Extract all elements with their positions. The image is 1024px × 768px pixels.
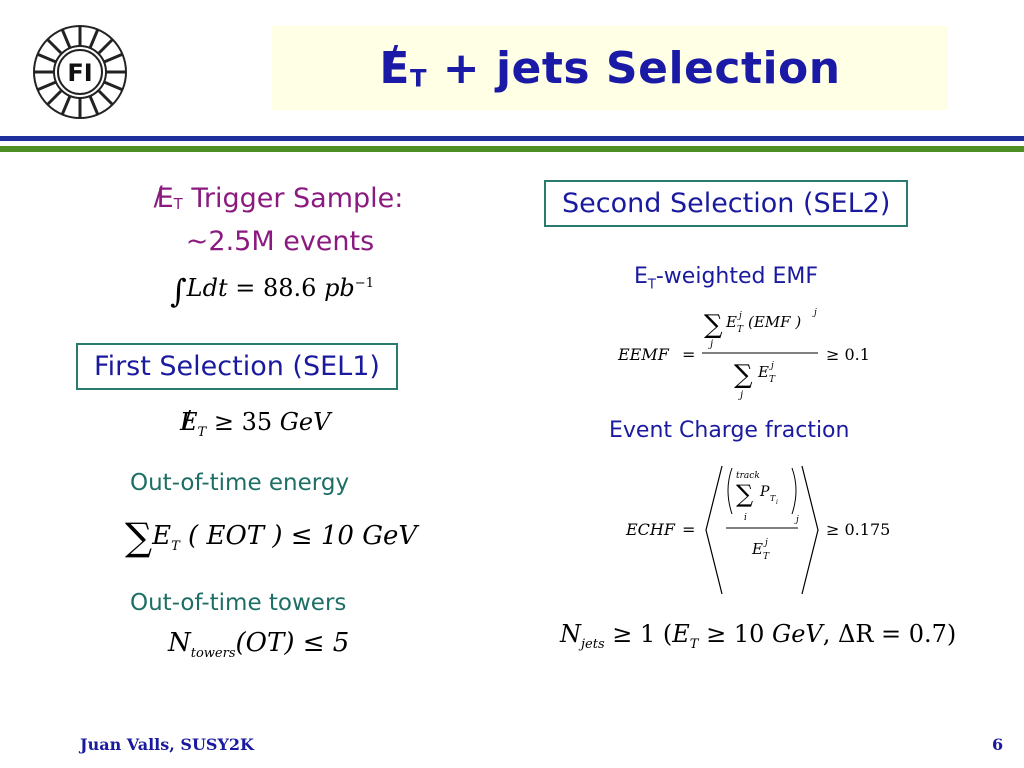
svg-text:j: j [763, 538, 768, 548]
svg-text:=: = [682, 345, 695, 364]
charge-fraction-heading: Event Charge fraction [609, 418, 850, 443]
divider-green [0, 146, 1024, 152]
svg-text:(EMF ): (EMF ) [748, 313, 801, 331]
divider-blue [0, 136, 1024, 141]
njets-formula: Njets ≥ 1 (ET ≥ 10 GeV, ΔR = 0.7) [560, 620, 957, 652]
svg-text:T: T [737, 325, 744, 335]
fi-logo: FI [30, 22, 130, 122]
trigger-sample-heading: E / T Trigger Sample: ~2.5M events [80, 180, 480, 261]
svg-text:T: T [770, 494, 776, 503]
luminosity-formula: ∫Ldt = 88.6 pb−1 [170, 272, 374, 310]
oot-towers-label: Out-of-time towers [130, 590, 347, 616]
svg-text:j: j [769, 361, 774, 371]
svg-text:E: E [757, 363, 769, 381]
svg-text:ECHF: ECHF [625, 520, 676, 539]
svg-text:≥ 0.1: ≥ 0.1 [826, 345, 870, 364]
emf-heading: ET-weighted EMF [634, 264, 819, 293]
svg-text:=: = [682, 520, 695, 539]
first-selection-box: First Selection (SEL1) [76, 343, 398, 390]
page-number: 6 [992, 735, 1004, 754]
svg-text:i: i [776, 499, 778, 506]
second-selection-box: Second Selection (SEL2) [544, 180, 909, 227]
footer-author: Juan Valls, SUSY2K [80, 735, 254, 754]
svg-text:∑: ∑ [704, 310, 723, 340]
svg-text:∑: ∑ [734, 360, 753, 390]
svg-text:P: P [759, 484, 770, 500]
svg-text:T: T [769, 375, 776, 385]
echf-formula: ECHF = track ∑ i P T i j E T j ≥ 0.175 [625, 462, 896, 602]
svg-text:T: T [763, 552, 770, 562]
et-cut-formula: E/T ≥ 35 GeV [180, 406, 331, 440]
svg-text:E: E [751, 540, 763, 558]
svg-text:≥ 0.175: ≥ 0.175 [826, 520, 890, 539]
eemf-formula: EEMF = ∑ j E T j (EMF ) j ∑ j E T j ≥ 0.… [617, 303, 888, 403]
svg-text:EEMF: EEMF [617, 345, 670, 364]
towers-formula: Ntowers(OT) ≤ 5 [168, 628, 350, 662]
svg-text:j: j [794, 515, 799, 525]
svg-text:E: E [725, 313, 737, 331]
svg-text:j: j [738, 390, 743, 401]
svg-text:j: j [737, 311, 742, 321]
svg-text:track: track [736, 471, 760, 481]
met-symbol: E / [153, 181, 174, 214]
svg-text:j: j [708, 339, 713, 350]
svg-text:∑: ∑ [736, 480, 753, 508]
slide-title: E / T + jets Selection [379, 36, 841, 94]
logo-text: FI [67, 59, 92, 87]
title-bar: E / T + jets Selection [272, 26, 948, 110]
svg-text:i: i [744, 513, 747, 523]
trigger-events: ~2.5M events [185, 226, 375, 258]
met-symbol: E / [379, 36, 410, 94]
eot-formula: ∑ET ( EOT ) ≤ 10 GeV [125, 515, 418, 559]
oot-energy-label: Out-of-time energy [130, 470, 350, 496]
svg-text:j: j [812, 308, 817, 318]
